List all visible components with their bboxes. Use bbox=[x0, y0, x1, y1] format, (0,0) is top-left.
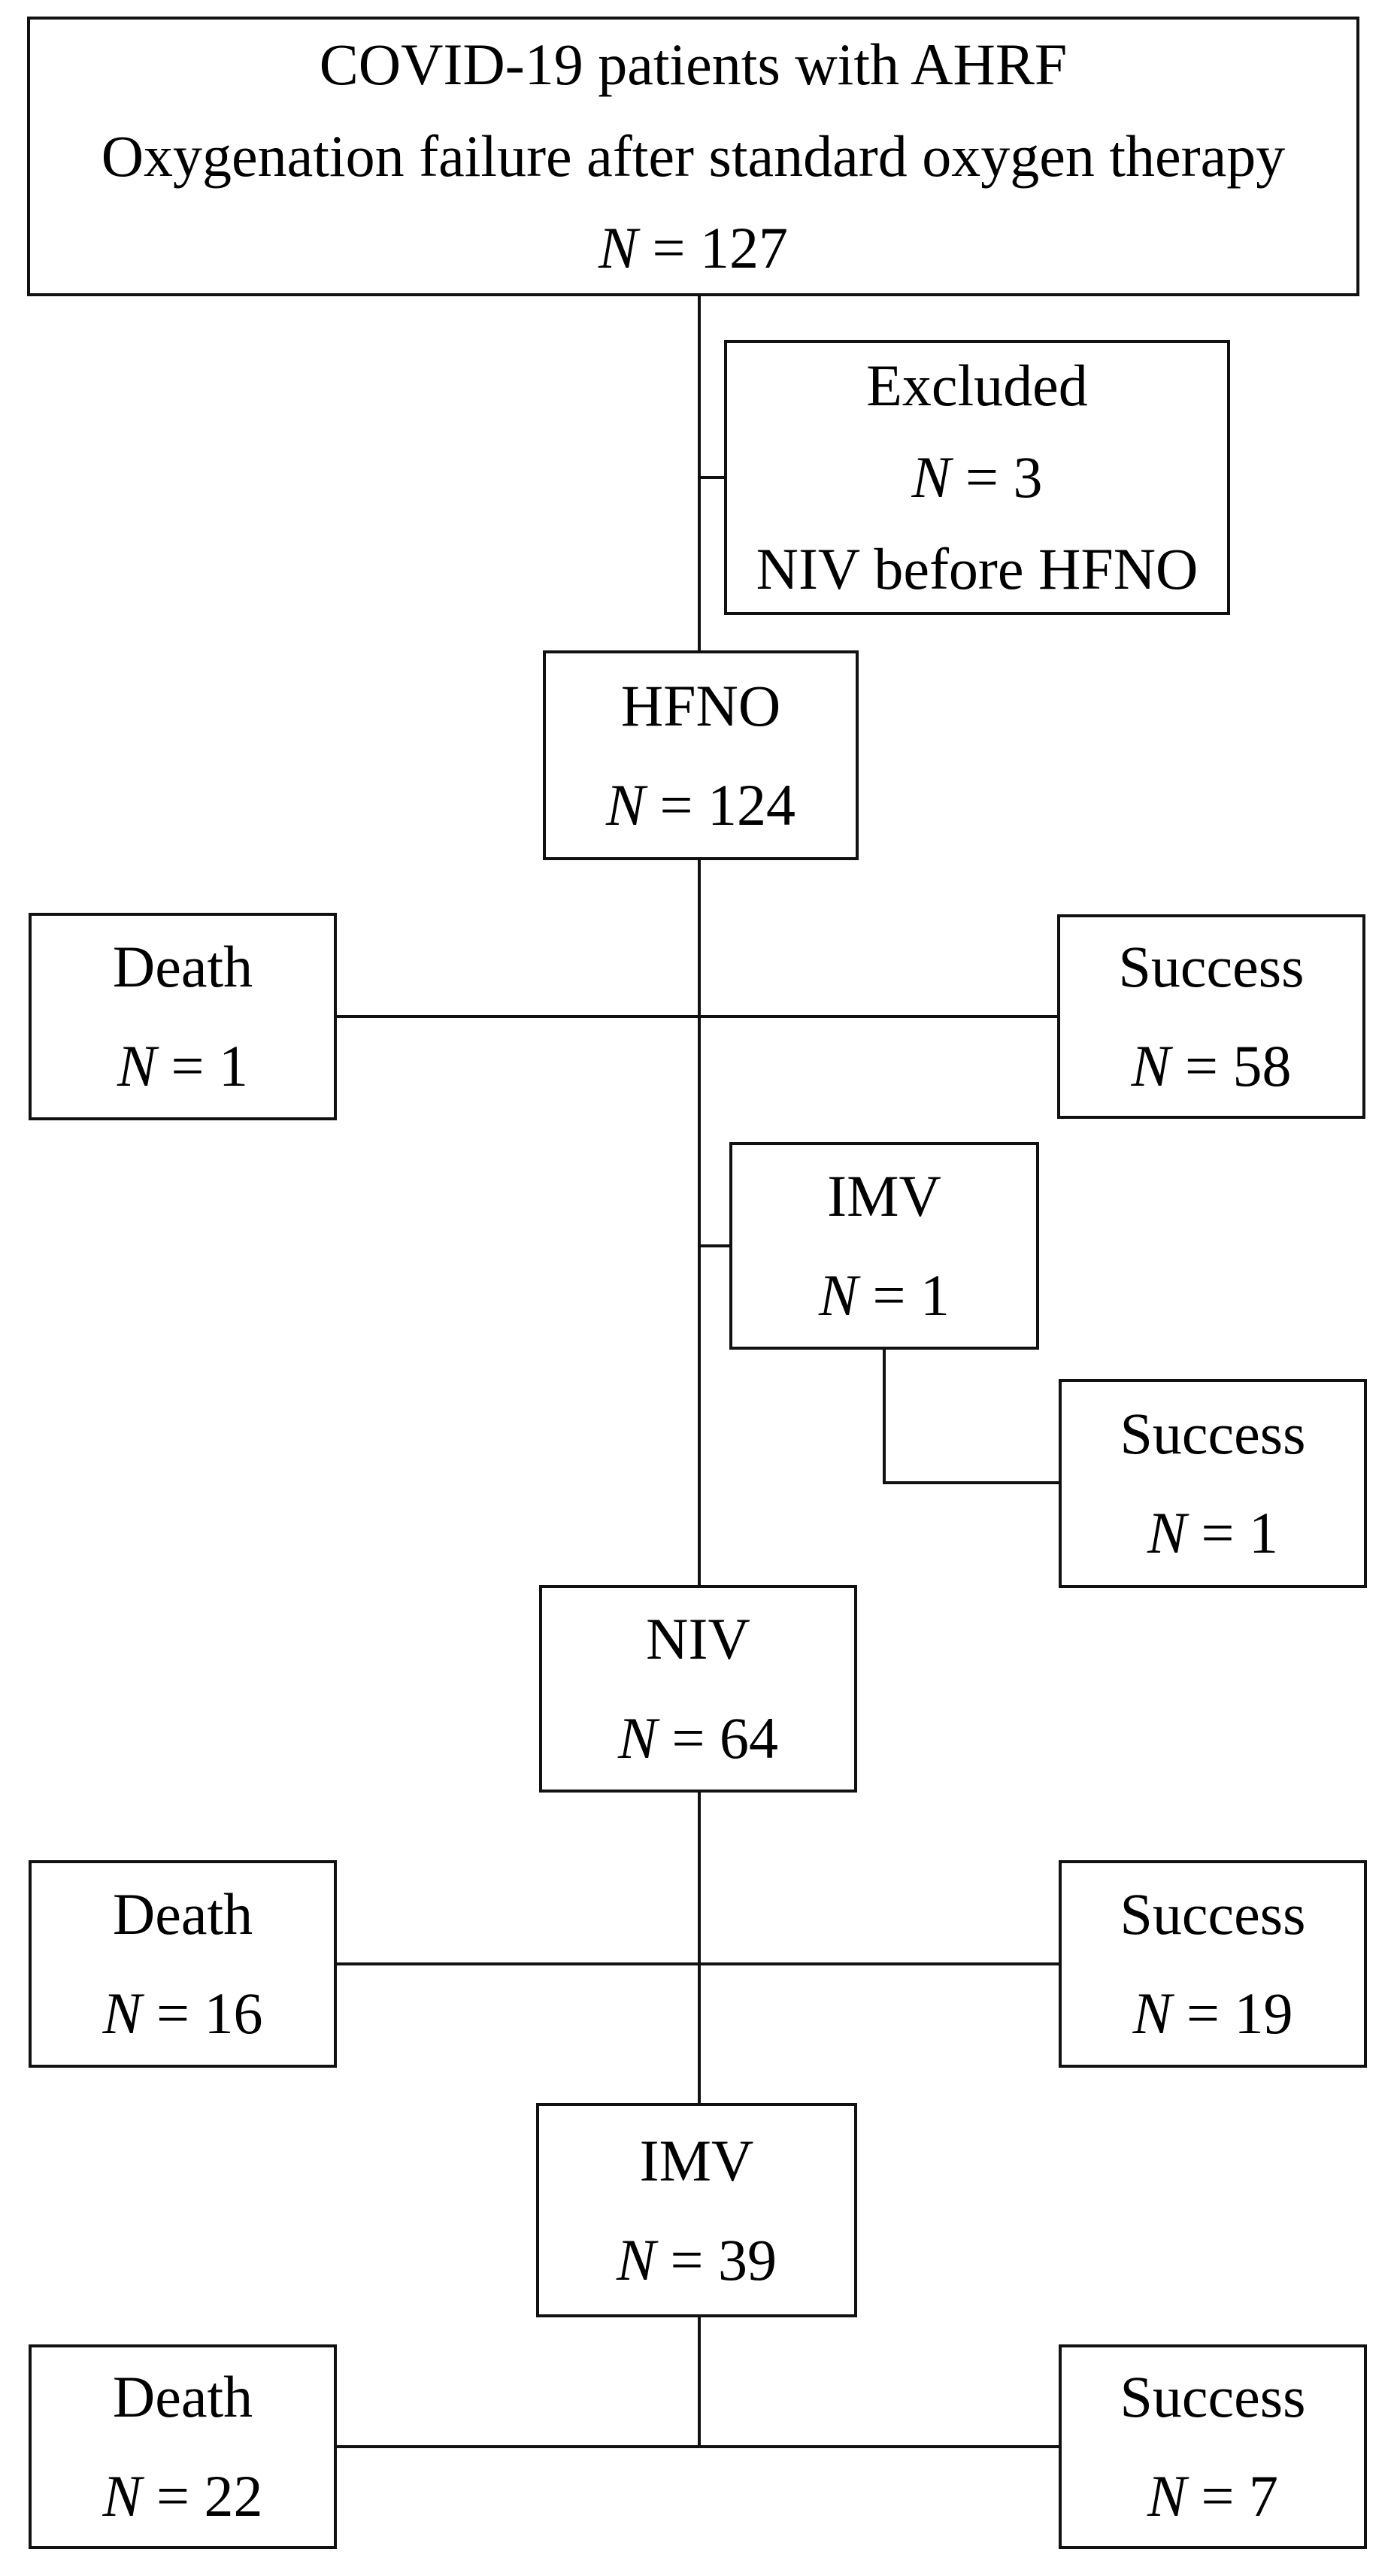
connector-imv-early-branch bbox=[699, 1244, 731, 1247]
excluded-n: N = 3 bbox=[911, 432, 1042, 523]
n-symbol: N bbox=[1147, 2463, 1187, 2529]
n-value: = 19 bbox=[1186, 1980, 1293, 2046]
n-value: = 3 bbox=[965, 444, 1043, 510]
box-imv-success: Success N = 7 bbox=[1059, 2344, 1367, 2549]
n-value: = 124 bbox=[659, 771, 796, 838]
connector-hfno-death-success bbox=[335, 1015, 1059, 1018]
n-value: = 64 bbox=[671, 1705, 779, 1771]
imv-early-title: IMV bbox=[827, 1163, 941, 1229]
hfno-title: HFNO bbox=[620, 672, 781, 738]
hfno-success-n: N = 58 bbox=[1131, 1017, 1291, 1116]
n-symbol: N bbox=[1131, 1033, 1171, 1099]
root-line2: Oxygenation failure after standard oxyge… bbox=[101, 123, 1286, 189]
box-imv-early-success: Success N = 1 bbox=[1059, 1379, 1367, 1588]
hfno-death-n: N = 1 bbox=[117, 1017, 248, 1116]
imv-early-n: N = 1 bbox=[819, 1246, 950, 1345]
n-value: = 22 bbox=[156, 2463, 263, 2529]
connector-excluded-branch bbox=[699, 476, 726, 479]
n-value: = 39 bbox=[670, 2226, 777, 2293]
root-n: N = 127 bbox=[599, 202, 788, 294]
n-value: = 1 bbox=[1201, 1500, 1279, 1565]
hfno-death-title: Death bbox=[112, 934, 253, 999]
n-symbol: N bbox=[102, 1980, 142, 2046]
n-symbol: N bbox=[605, 771, 646, 838]
n-symbol: N bbox=[616, 2226, 656, 2293]
excluded-note: NIV before HFNO bbox=[756, 536, 1199, 602]
n-symbol: N bbox=[117, 1033, 157, 1099]
connector-imv-death-success bbox=[335, 2445, 1059, 2448]
n-symbol: N bbox=[818, 1262, 859, 1328]
box-niv: NIV N = 64 bbox=[539, 1585, 857, 1793]
n-symbol: N bbox=[102, 2463, 142, 2529]
box-hfno: HFNO N = 124 bbox=[543, 650, 859, 860]
niv-success-n: N = 19 bbox=[1132, 1964, 1292, 2063]
connector-imv-early-drop bbox=[883, 1348, 886, 1484]
imv-death-title: Death bbox=[112, 2364, 253, 2429]
box-hfno-death: Death N = 1 bbox=[29, 913, 337, 1120]
box-imv-death: Death N = 22 bbox=[29, 2344, 337, 2549]
hfno-n: N = 124 bbox=[606, 756, 795, 855]
box-excluded: Excluded N = 3 NIV before HFNO bbox=[724, 340, 1230, 615]
n-symbol: N bbox=[598, 215, 638, 280]
imv-success-n: N = 7 bbox=[1147, 2447, 1278, 2546]
imv-early-success-title: Success bbox=[1120, 1401, 1306, 1466]
n-value: = 16 bbox=[156, 1980, 263, 2046]
box-niv-death: Death N = 16 bbox=[29, 1860, 337, 2068]
niv-title: NIV bbox=[646, 1606, 750, 1671]
n-symbol: N bbox=[617, 1705, 658, 1771]
n-symbol: N bbox=[1147, 1500, 1187, 1565]
box-niv-success: Success N = 19 bbox=[1059, 1860, 1367, 2068]
connector-main-vertical bbox=[698, 296, 701, 2448]
niv-death-n: N = 16 bbox=[102, 1964, 262, 2063]
n-value: = 1 bbox=[872, 1262, 950, 1328]
box-hfno-success: Success N = 58 bbox=[1057, 914, 1365, 1119]
connector-imv-early-success bbox=[883, 1481, 1060, 1484]
n-value: = 58 bbox=[1185, 1033, 1292, 1099]
niv-success-title: Success bbox=[1120, 1881, 1306, 1947]
imv-title: IMV bbox=[639, 2127, 754, 2193]
imv-n: N = 39 bbox=[617, 2211, 777, 2310]
excluded-title: Excluded bbox=[866, 353, 1088, 418]
n-value: = 7 bbox=[1201, 2463, 1279, 2529]
niv-death-title: Death bbox=[112, 1881, 253, 1947]
n-value: = 1 bbox=[171, 1033, 249, 1099]
box-imv-early: IMV N = 1 bbox=[729, 1142, 1039, 1350]
root-line1: COVID-19 patients with AHRF bbox=[319, 32, 1068, 97]
n-symbol: N bbox=[911, 444, 951, 510]
imv-early-success-n: N = 1 bbox=[1147, 1483, 1278, 1583]
connector-niv-death-success bbox=[335, 1962, 1059, 1965]
hfno-success-title: Success bbox=[1118, 934, 1305, 999]
imv-success-title: Success bbox=[1120, 2364, 1306, 2429]
niv-n: N = 64 bbox=[618, 1689, 778, 1788]
n-symbol: N bbox=[1132, 1980, 1172, 2046]
box-imv: IMV N = 39 bbox=[536, 2103, 857, 2317]
box-covid-ahrf-root: COVID-19 patients with AHRF Oxygenation … bbox=[27, 17, 1359, 296]
imv-death-n: N = 22 bbox=[102, 2447, 262, 2546]
n-value: = 127 bbox=[652, 215, 789, 280]
